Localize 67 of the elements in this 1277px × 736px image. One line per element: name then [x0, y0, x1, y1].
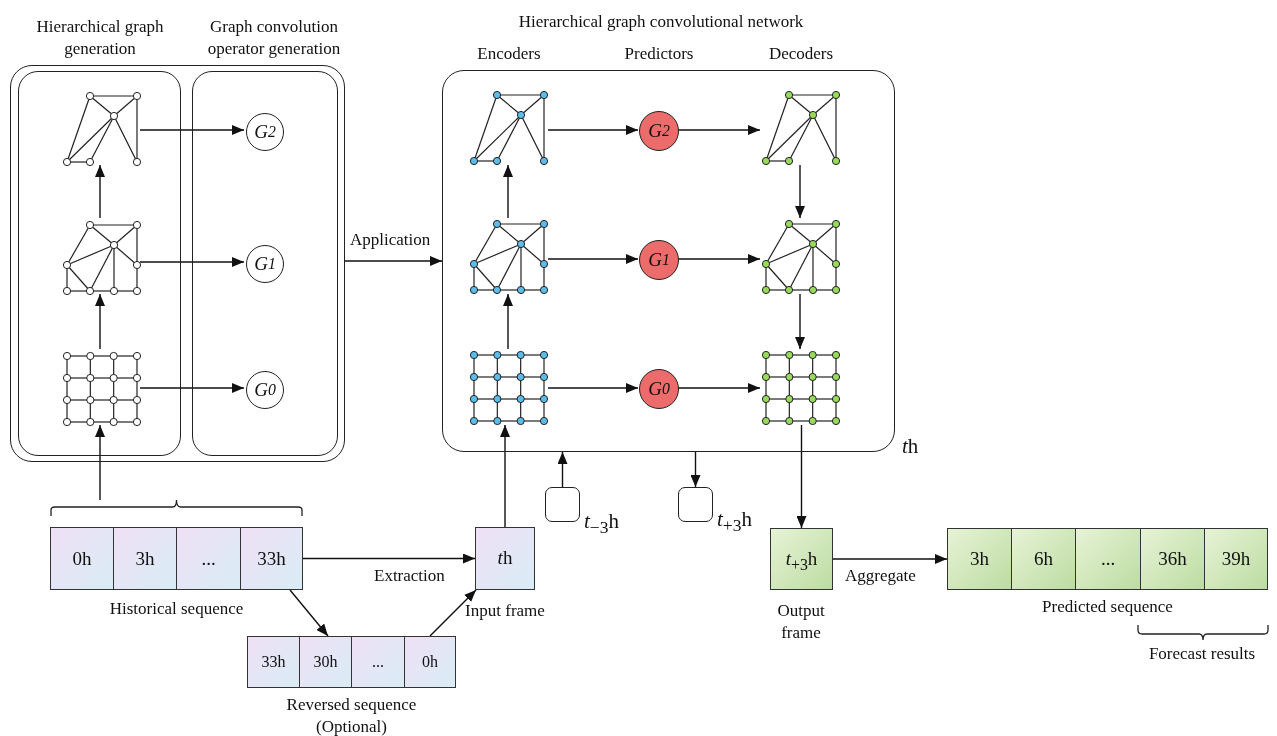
arrow: [503, 293, 513, 350]
arrow: [344, 256, 443, 266]
edge-label: Application: [348, 230, 433, 250]
arrow: [429, 589, 477, 637]
node-caption: t$_{−3}$h: [584, 508, 620, 539]
node-caption: th: [902, 433, 919, 460]
sequence-caption: Reversed sequence (Optional): [285, 694, 418, 736]
arrow: [289, 589, 329, 637]
arrow: [795, 293, 805, 350]
graph-drawing: [469, 90, 549, 166]
graph-drawing: [761, 350, 841, 426]
empty-box: [678, 487, 713, 522]
arrow: [139, 257, 245, 267]
frame-box: th: [475, 527, 535, 590]
arrow: [547, 125, 639, 135]
arrow: [302, 553, 476, 564]
arrow: [677, 125, 761, 135]
sequence-cell: 36h: [1140, 528, 1205, 590]
column-heading: Predictors: [623, 43, 695, 65]
sequence-cell: ...: [176, 527, 241, 590]
arrow: [139, 383, 245, 393]
sequence-cell: ...: [1075, 528, 1141, 590]
column-heading: Decoders: [767, 43, 835, 65]
node-caption: Input frame: [464, 600, 546, 622]
arrow: [795, 164, 805, 219]
graph-drawing: [469, 350, 549, 426]
column-heading: Encoders: [476, 43, 542, 65]
sequence-cell: 30h: [299, 636, 352, 688]
graph-drawing: [761, 219, 841, 295]
sequence-cell: 3h: [947, 528, 1012, 590]
arrow: [557, 451, 568, 488]
panel-heading: Hierarchical graph generation: [35, 16, 165, 61]
sequence-cell: ...: [351, 636, 405, 688]
arrow: [690, 451, 701, 488]
arrow: [677, 254, 761, 264]
sequence-cell: 0h: [50, 527, 114, 590]
sequence-cell: 6h: [1011, 528, 1076, 590]
arrow: [832, 554, 948, 564]
arrow: [95, 293, 105, 350]
sequence-cell: 33h: [240, 527, 303, 590]
panel-heading: Hierarchical graph convolutional network: [517, 11, 805, 33]
panel-heading: Graph convolution operator generation: [206, 16, 342, 61]
arrow: [500, 424, 510, 528]
bracket-label: Forecast results: [1147, 643, 1257, 665]
node-caption: t$_{+3}$h: [717, 506, 753, 537]
sequence-cell: 0h: [404, 636, 456, 688]
sequence-cell: 33h: [247, 636, 300, 688]
node-caption: Output frame: [776, 600, 826, 645]
empty-box: [545, 487, 580, 522]
sequence-caption: Historical sequence: [108, 598, 245, 620]
arrow: [677, 383, 761, 393]
arrow: [796, 424, 807, 529]
arrow: [547, 383, 639, 393]
arrow: [95, 424, 105, 501]
sequence-cell: 39h: [1204, 528, 1268, 590]
arrow: [547, 254, 639, 264]
graph-drawing: [761, 90, 841, 166]
sequence-caption: Predicted sequence: [1041, 596, 1174, 618]
arrow: [139, 125, 245, 135]
graph-drawing: [62, 220, 142, 296]
sequence-cell: 3h: [113, 527, 177, 590]
graph-drawing: [62, 351, 142, 427]
frame-box: t$_{+3}$h: [770, 528, 833, 590]
graph-drawing: [62, 91, 142, 167]
arrow: [95, 164, 105, 219]
graph-drawing: [469, 219, 549, 295]
arrow: [503, 164, 513, 219]
